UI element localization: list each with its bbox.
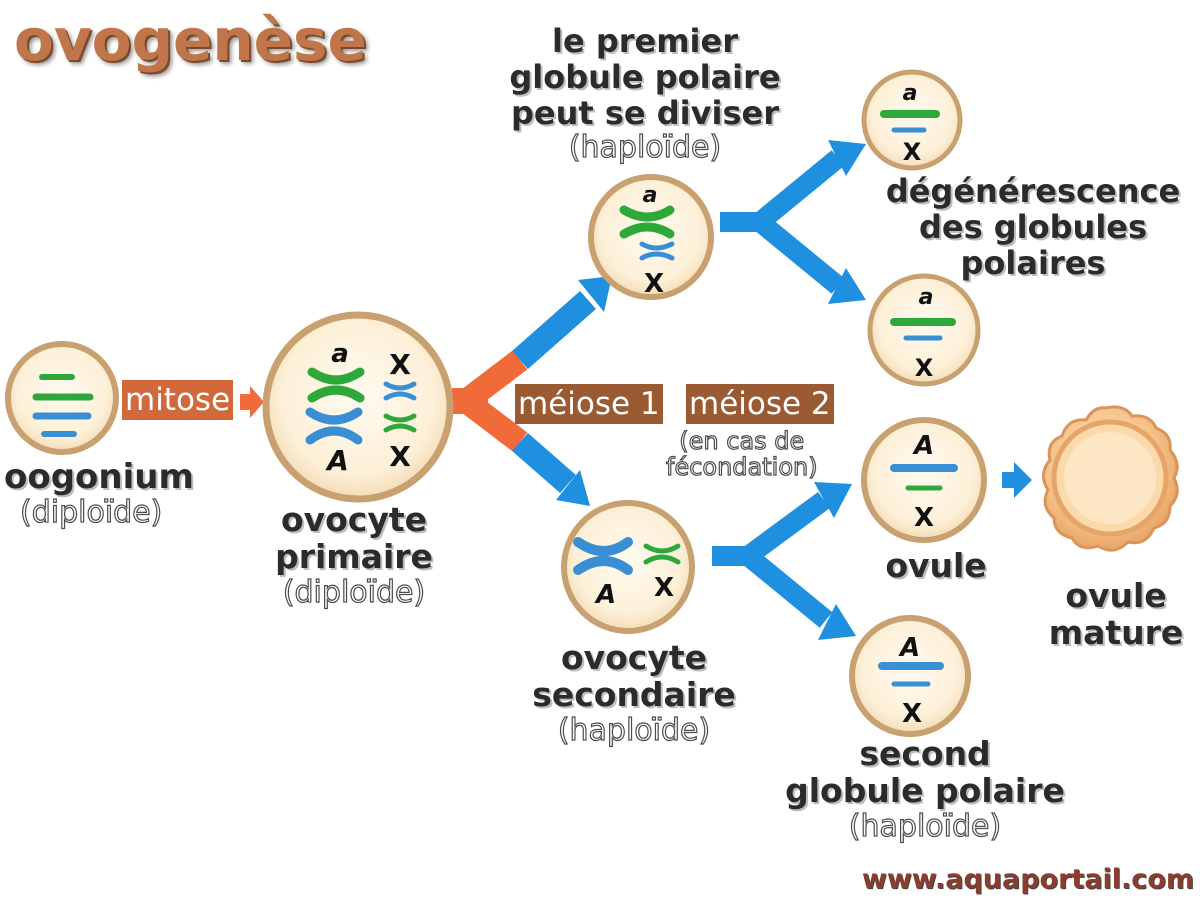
mature-ovum-label: ovule mature	[1036, 576, 1196, 652]
mitosis-label: mitose	[122, 380, 234, 420]
page-title: ovogenèse	[14, 6, 367, 74]
allele-A-label: A	[594, 580, 616, 610]
ovule-cell: A X	[861, 417, 987, 543]
secondary-oocyte-name-line2: secondaire	[532, 674, 736, 714]
oogonium-name: oogonium	[4, 457, 194, 497]
x-label-bottom: X	[389, 440, 411, 473]
allele-a-label: a	[331, 339, 349, 369]
x-label: X	[654, 573, 674, 603]
first-polar-ploidy: (haploïde)	[568, 130, 722, 166]
second-polar-body-cell: A X	[849, 615, 971, 737]
mature-ovum-line1: ovule	[1065, 576, 1167, 615]
secondary-oocyte-ploidy: (haploïde)	[557, 712, 711, 748]
primary-oocyte-ploidy: (diploïde)	[282, 574, 426, 610]
second-polar-line1: second	[859, 734, 991, 773]
second-polar-ploidy: (haploïde)	[848, 808, 1002, 844]
mature-ovum-line2: mature	[1048, 612, 1184, 652]
primary-oocyte-label: ovocyte primaire (diploïde)	[258, 500, 450, 610]
first-polar-line2: globule polaire	[509, 57, 781, 96]
second-polar-line2: globule polaire	[785, 770, 1065, 810]
primary-oocyte-chromosomes	[305, 367, 417, 445]
x-label: X	[644, 269, 664, 299]
mature-ovum-cell	[1042, 405, 1179, 552]
first-polar-body-cell: a X	[588, 174, 714, 300]
secondary-oocyte-label: ovocyte secondaire (haploïde)	[518, 638, 750, 748]
x-label: X	[914, 503, 934, 533]
x-label-top: X	[389, 348, 411, 381]
meiosis1-arrows	[452, 276, 612, 506]
x-label: X	[915, 354, 934, 382]
allele-A-label: A	[325, 444, 349, 477]
oogonium-chromosomes	[32, 374, 94, 437]
allele-a-label: a	[643, 183, 658, 208]
secondary-oocyte-name-line1: ovocyte	[560, 638, 708, 677]
x-label: X	[902, 699, 922, 729]
degeneration-line3: polaires	[960, 243, 1106, 282]
x-label: X	[903, 138, 922, 166]
oogonium-ploidy: (diploïde)	[19, 495, 163, 530]
degenerating-polar-body-2: a X	[867, 273, 981, 387]
meiosis1-label: méiose 1	[515, 384, 663, 424]
degenerating-polar-body-1: a X	[861, 69, 963, 171]
meiosis2-note-line1: (en cas de	[679, 427, 805, 455]
allele-A-label: A	[912, 431, 934, 461]
mitosis-arrow	[240, 386, 264, 418]
first-polar-body-label: le premier globule polaire peut se divis…	[492, 22, 798, 166]
secondary-oocyte-cell: A X	[561, 500, 695, 634]
allele-a-label: a	[919, 285, 934, 310]
first-polar-line1: le premier	[552, 22, 738, 60]
meiosis2-arrows	[712, 482, 856, 640]
meiosis2-note-line2: fécondation)	[665, 453, 818, 482]
degeneration-line1: dégénérescence	[885, 172, 1181, 210]
maturation-arrow	[1002, 462, 1032, 498]
meiosis2-label: méiose 2	[686, 384, 834, 424]
primary-oocyte-cell: a A X X	[262, 311, 454, 503]
primary-oocyte-name-line1: ovocyte	[280, 500, 428, 539]
primary-oocyte-name-line2: primaire	[275, 536, 433, 576]
degeneration-line2: des globules	[918, 207, 1148, 246]
allele-a-label: a	[903, 81, 918, 106]
ovule-name: ovule	[885, 546, 987, 585]
degeneration-label: dégénérescence des globules polaires	[868, 172, 1198, 282]
website-url[interactable]: www.aquaportail.com	[861, 864, 1194, 895]
second-polar-body-label: second globule polaire (haploïde)	[770, 734, 1080, 844]
meiosis2-note: (en cas de fécondation)	[665, 427, 818, 482]
polar-division-arrows	[720, 140, 866, 304]
oogonium-cell	[5, 341, 119, 455]
first-polar-line3: peut se diviser	[511, 93, 779, 132]
allele-A-label: A	[898, 633, 920, 663]
